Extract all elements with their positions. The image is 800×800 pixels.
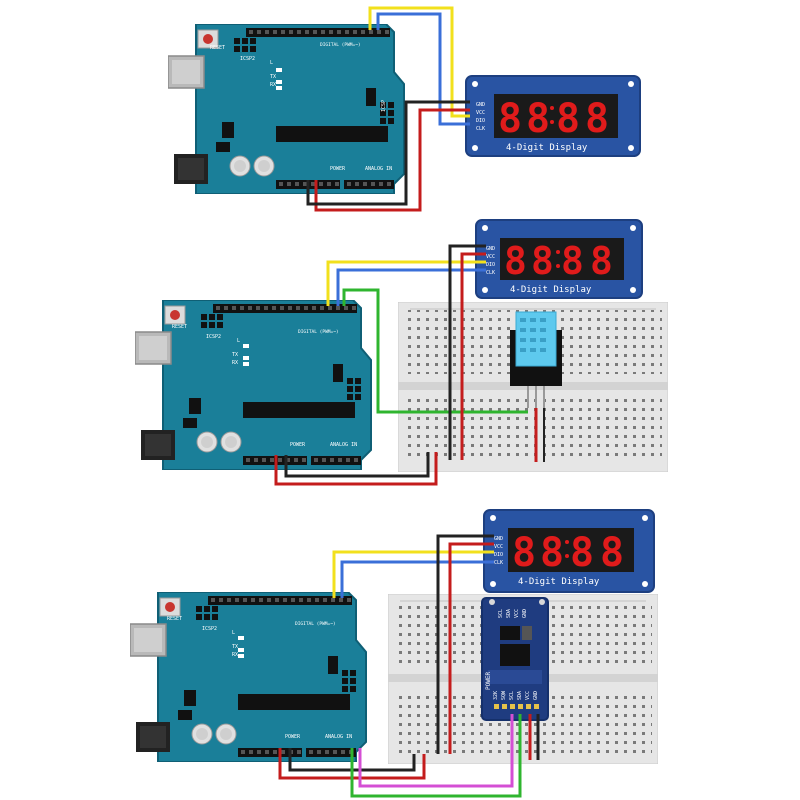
pin-clk: CLK (494, 560, 503, 566)
display-title: 4-Digit Display (518, 577, 600, 587)
icsp2-label: ICSP2 (206, 334, 221, 340)
digit-3: 8 (561, 239, 584, 283)
display-module-1: 8 8 8 8 4-Digit Display GND VCC DIO CLK (465, 75, 641, 157)
rtc-pin-vcc: VCC (525, 691, 531, 700)
rtc-power-label: POWER (485, 672, 492, 690)
digit-1: 8 (498, 96, 522, 142)
digit-2: 8 (540, 530, 564, 576)
pin-clk: CLK (476, 126, 485, 132)
tx-label: TX (232, 644, 238, 650)
pin-vcc: VCC (494, 544, 503, 550)
tx-label: TX (270, 74, 276, 80)
rx-label: RX (232, 652, 238, 658)
panel-2: RESET ICSP2 L TX RX DIGITAL (PWM=~) POWE… (135, 219, 668, 486)
analog-label: ANALOG IN (365, 166, 392, 172)
digit-2: 8 (526, 96, 550, 142)
reset-label: RESET (210, 45, 225, 51)
digital-label: DIGITAL (PWM=~) (320, 42, 361, 48)
display-module-2: 8 8 8 8 4-Digit Display GND VCC DIO CLK (475, 219, 643, 299)
pin-dio: DIO (476, 118, 485, 124)
wires-2 (274, 244, 545, 486)
rtc-top-pin-gnd: GND (522, 609, 528, 618)
pin-dio: DIO (486, 262, 495, 268)
rtc-top-pin-scl: SCL (498, 609, 504, 618)
pin-vcc: VCC (486, 254, 495, 260)
panel-1: RESET ICSP2 L TX RX DIGITAL (PWM=~) POWE… (168, 6, 641, 212)
digit-4: 8 (585, 96, 609, 142)
l-label: L (270, 60, 273, 66)
power-label: POWER (290, 442, 306, 448)
digit-1: 8 (504, 239, 527, 283)
l-label: L (237, 338, 240, 344)
reset-label: RESET (167, 616, 182, 622)
icsp-label: ICSP (381, 100, 387, 112)
arduino-board-1: RESET ICSP2 L TX RX DIGITAL (PWM=~) POWE… (168, 24, 405, 194)
digital-label: DIGITAL (PWM=~) (298, 329, 339, 335)
arduino-board-3: RESET ICSP2 L TX RX DIGITAL (PWM=~) POWE… (130, 592, 367, 762)
digit-3: 8 (570, 530, 594, 576)
rx-label: RX (270, 82, 276, 88)
arduino-board-2: RESET ICSP2 L TX RX DIGITAL (PWM=~) POWE… (135, 300, 372, 470)
digit-3: 8 (556, 96, 580, 142)
reset-label: RESET (172, 324, 187, 330)
display-module-3: 8 8 8 8 4-Digit Display GND VCC DIO CLK (483, 509, 655, 593)
rtc-pin-sda: SDA (517, 691, 523, 700)
icsp2-label: ICSP2 (240, 56, 255, 62)
panel-3: RESET ICSP2 L TX RX DIGITAL (PWM=~) POWE… (130, 509, 658, 798)
pin-vcc: VCC (476, 110, 485, 116)
pin-clk: CLK (486, 270, 495, 276)
rtc-pin-32k: 32K (493, 691, 499, 700)
rtc-pin-gnd: GND (533, 691, 539, 700)
pin-gnd: GND (476, 102, 485, 108)
digit-4: 8 (590, 239, 613, 283)
digit-4: 8 (600, 530, 624, 576)
rtc-module: SCL SDA VCC GND POWER 32K SQW SCL SDA VC… (481, 597, 549, 721)
rtc-top-pin-vcc: VCC (514, 609, 520, 618)
tx-label: TX (232, 352, 238, 358)
power-label: POWER (285, 734, 301, 740)
display-title: 4-Digit Display (506, 143, 588, 153)
analog-label: ANALOG IN (330, 442, 357, 448)
pin-dio: DIO (494, 552, 503, 558)
wires-3 (278, 534, 540, 798)
rtc-pin-sqw: SQW (501, 690, 507, 700)
digit-2: 8 (531, 239, 554, 283)
rx-label: RX (232, 360, 238, 366)
power-label: POWER (330, 166, 346, 172)
dht-sensor (510, 311, 562, 408)
l-label: L (232, 630, 235, 636)
pin-gnd: GND (494, 536, 503, 542)
digit-1: 8 (512, 530, 536, 576)
wires-1 (306, 6, 470, 212)
rtc-top-pin-sda: SDA (506, 609, 512, 618)
icsp2-label: ICSP2 (202, 626, 217, 632)
digital-label: DIGITAL (PWM=~) (295, 621, 336, 627)
analog-label: ANALOG IN (325, 734, 352, 740)
pin-gnd: GND (486, 246, 495, 252)
display-title: 4-Digit Display (510, 285, 592, 295)
rtc-pin-scl: SCL (509, 691, 515, 700)
